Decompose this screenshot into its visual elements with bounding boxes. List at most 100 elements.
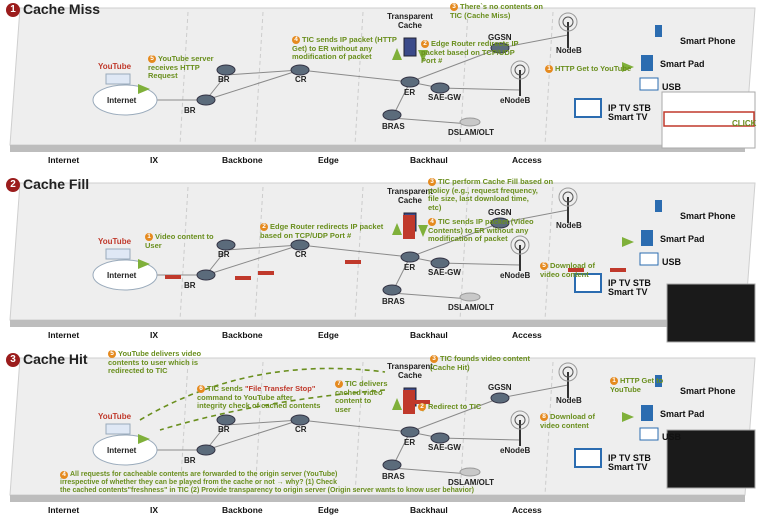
video-packet [235,276,251,280]
step-text: command to YouTube after integrity check… [197,392,321,411]
ggsn-label: GGSN [488,33,512,42]
sae-gw-label: SAE-GW [428,443,461,452]
bras-router [382,109,402,121]
zone-divider [459,11,469,146]
step-number: 2 [260,223,268,231]
cache-arrow [392,48,402,60]
delivery-arc [139,367,386,421]
axis-label: Backbone [222,505,263,515]
zone-divider [179,361,189,496]
step-text: HTTP Get to YouTube [610,376,664,394]
er-label: ER [404,88,416,97]
bras-router [382,459,402,471]
zone-divider [354,11,364,146]
user-arrow [622,62,634,72]
network-link [299,69,411,83]
enodeb-tower-wave [514,414,526,426]
nodeb-tower-wave [562,366,574,378]
section-number-badge: 2 [6,178,20,192]
step-text: There`s no contents on TIC (Cache Miss) [450,2,543,20]
sae-gw-router [430,432,450,444]
transparent-cache-label: Transparent Cache [387,12,433,30]
step-text: Download of video content [540,261,595,279]
sae-gw-router [430,82,450,94]
usb-label: USB [662,257,682,267]
zone-divider [354,186,364,321]
section-title: Cache Miss [23,1,101,17]
zone-divider [544,361,554,496]
step-text: Edge Router redirects IP packet based on… [260,222,384,240]
smart-pad-label: Smart Pad [660,59,705,69]
ggsn-router [490,217,510,229]
internet-label: Internet [107,96,137,105]
internet-label: Internet [107,271,137,280]
step-number: 7 [335,380,343,388]
nodeb-tower-wave [558,12,578,32]
transparent-cache-label: Transparent Cache [387,187,433,205]
smart-phone-icon [655,200,662,212]
br-label: BR [218,425,230,434]
er-router [400,251,420,263]
network-link [225,419,301,426]
network-link [225,69,301,76]
youtube-label: YouTube [98,62,132,71]
internet-label: Internet [107,446,137,455]
video-packet [414,400,430,404]
dslam-switch [459,467,481,477]
step-text: TIC sends [207,384,245,393]
network-link [409,47,501,83]
section-number-badge: 3 [6,353,20,367]
step-text: TIC perform Cache Fill based on policy (… [428,177,554,212]
video-packet [345,260,361,264]
axis-label: IX [150,330,159,340]
zone-divider [254,186,264,321]
br-router [196,269,216,281]
iptv-icon [574,448,602,468]
axis-label: Access [512,505,542,515]
youtube-server-icon [105,423,131,435]
network-link [299,419,411,433]
cached-content-stack [403,215,415,239]
bras-label: BRAS [382,297,405,306]
usb-laptop-icon [639,427,659,441]
sae-gw-label: SAE-GW [428,93,461,102]
nodeb-label: NodeB [556,221,582,230]
smart-pad-label: Smart Pad [660,234,705,244]
br-label: BR [184,456,196,465]
network-link [409,222,501,258]
step-text: Redirect to TIC [428,402,482,411]
br-router [216,64,236,76]
cr-label: CR [295,425,307,434]
step-text: All requests for cacheable contents are … [60,471,474,494]
network-link [499,384,569,399]
br-label: BR [218,75,230,84]
zone-divider [179,11,189,146]
youtube-arrow [138,434,150,444]
axis-label: IX [150,505,159,515]
ggsn-router [490,392,510,404]
smart-pad-icon [641,55,653,71]
bras-router [382,284,402,296]
smart-pad-icon [641,405,653,421]
br-label: BR [184,281,196,290]
er-router [400,76,420,88]
youtube-arrow [138,84,150,94]
step-number: 5 [108,350,116,358]
step-number: 2 [421,40,429,48]
usb-laptop-icon [639,252,659,266]
bras-label: BRAS [382,122,405,131]
axis-label: Internet [48,155,80,165]
enodeb-tower-wave [514,64,526,76]
network-link [499,34,569,49]
network-link [205,419,301,451]
